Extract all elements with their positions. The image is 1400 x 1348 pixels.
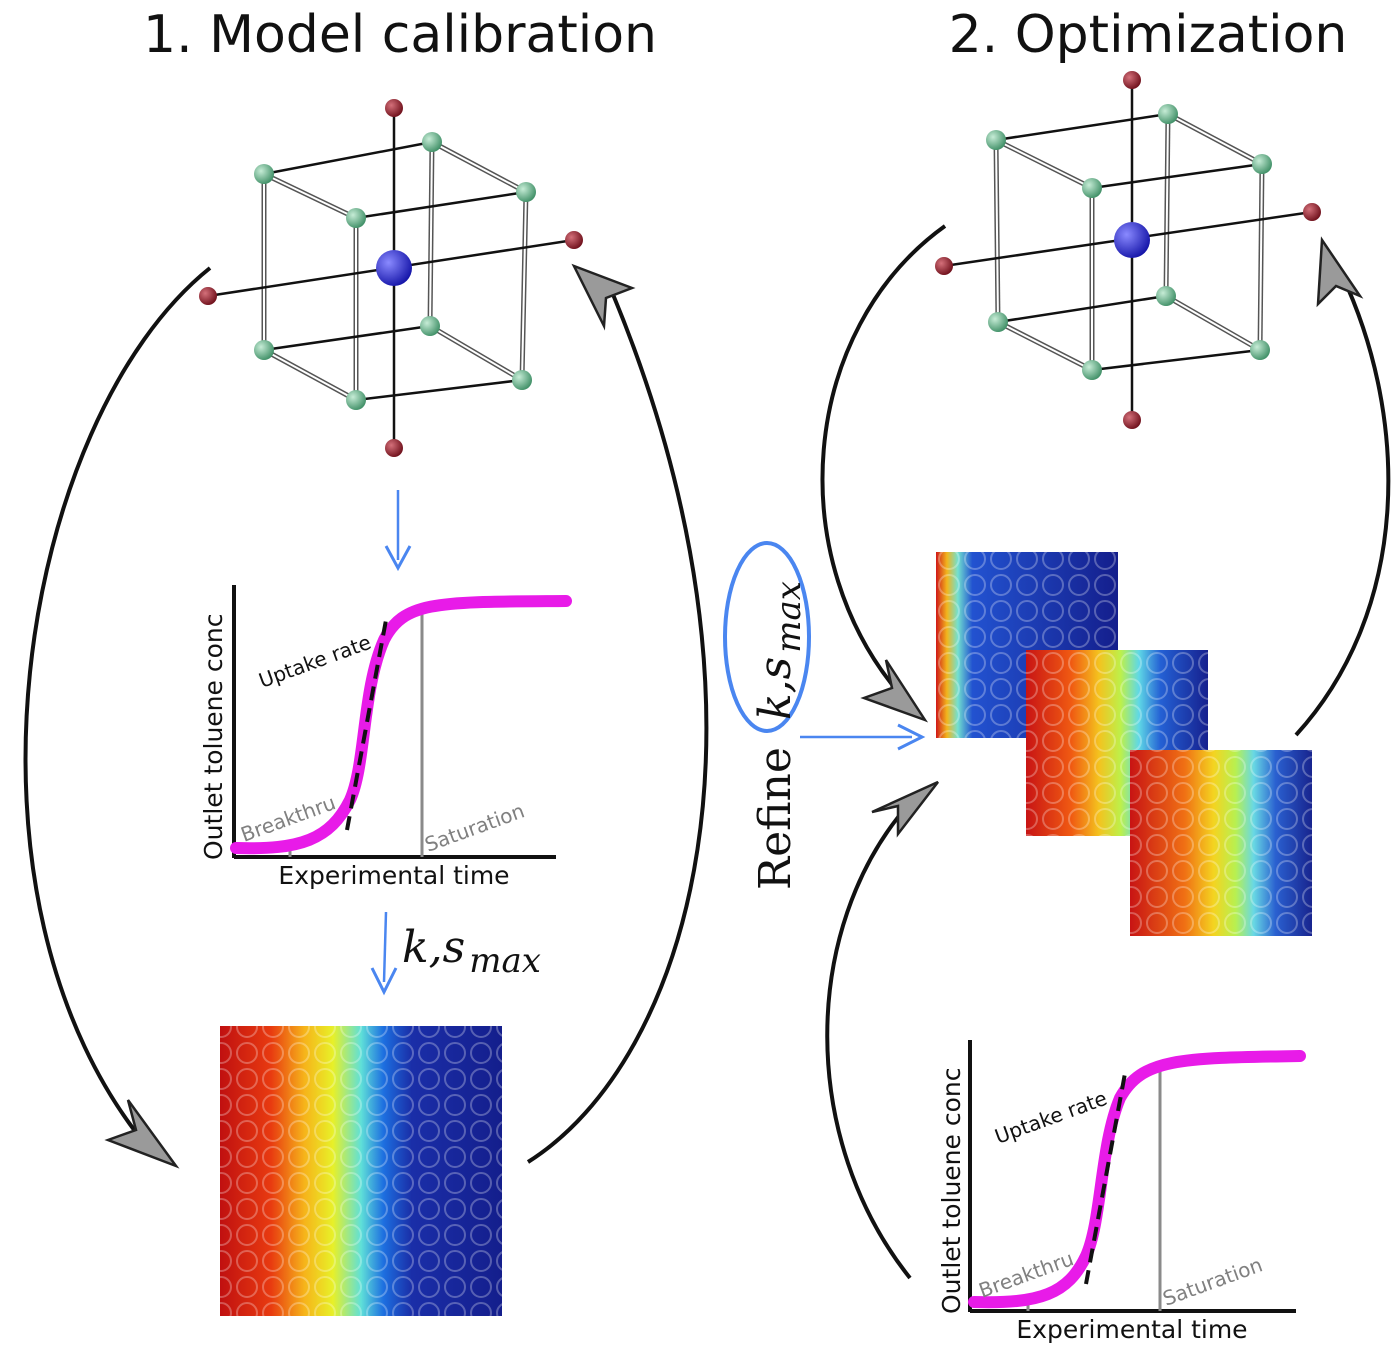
axial-point-icon [565, 231, 583, 249]
design-point-icon [346, 390, 366, 410]
concentration-heatmap-icon [220, 1026, 502, 1316]
design-point-icon [988, 312, 1008, 332]
parameter-highlight-ellipse [723, 541, 811, 733]
y-axis-label: Outlet toluene conc [937, 1068, 966, 1314]
right-return-arrow [526, 291, 709, 1164]
experimental-design-cube-icon [935, 71, 1321, 429]
experimental-design-cube-icon [199, 99, 583, 457]
breakthrough-chart-calibration: Outlet toluene conc Experimental time Up… [199, 585, 572, 890]
arrowhead-icon [571, 263, 636, 331]
design-point-icon [1156, 286, 1176, 306]
svg-text:k,smax: k,smax [402, 922, 541, 981]
cycle-arrows [23, 224, 1391, 1280]
arrowheads [104, 236, 1364, 1169]
heatmap-stack [936, 552, 1312, 936]
axial-point-icon [385, 439, 403, 457]
arrowhead-icon [104, 1099, 180, 1169]
uptake-rate-line [345, 619, 388, 831]
calibration-title: 1. Model calibration [143, 5, 657, 65]
uptake-rate-label: Uptake rate [256, 630, 375, 693]
design-point-icon [420, 316, 440, 336]
design-point-icon [1252, 154, 1272, 174]
uptake-rate-label: Uptake rate [992, 1086, 1111, 1149]
design-point-icon [254, 340, 274, 360]
axial-point-icon [1123, 411, 1141, 429]
design-point-icon [346, 208, 366, 228]
opt-top-left-arrow [820, 224, 947, 702]
design-point-icon [422, 132, 442, 152]
x-axis-label: Experimental time [278, 861, 509, 890]
opt-right-arrow [1294, 274, 1391, 737]
refine-label: Refine k,smax [723, 541, 811, 890]
saturation-label: Saturation [422, 798, 528, 856]
axial-point-icon [935, 257, 953, 275]
design-point-icon [1082, 178, 1102, 198]
design-point-icon [512, 370, 532, 390]
left-cycle-arrow [23, 266, 212, 1152]
arrowhead-icon [1316, 236, 1364, 308]
breakthrough-curve [230, 595, 572, 855]
center-point-icon [1114, 222, 1150, 258]
arrowhead-icon [860, 659, 929, 723]
design-point-icon [254, 164, 274, 184]
axial-point-icon [385, 99, 403, 117]
breakthrough-curve [968, 1050, 1306, 1309]
concentration-heatmap-icon [1130, 750, 1312, 936]
optimization-title: 2. Optimization [949, 5, 1348, 65]
opt-bottom-left-arrow [825, 803, 912, 1280]
breakthrough-chart-optimization: Outlet toluene conc Experimental time Up… [937, 1040, 1306, 1344]
svg-text:k,smax: k,smax [750, 581, 809, 720]
center-point-icon [376, 250, 412, 286]
design-point-icon [516, 182, 536, 202]
x-axis-label: Experimental time [1016, 1315, 1247, 1344]
design-point-icon [1158, 104, 1178, 124]
axial-point-icon [1123, 71, 1141, 89]
design-point-icon [1250, 340, 1270, 360]
saturation-label: Saturation [1160, 1252, 1266, 1310]
svg-text:Refine: Refine [750, 747, 801, 890]
axial-point-icon [1303, 203, 1321, 221]
arrowhead-icon [871, 780, 939, 838]
design-point-icon [986, 130, 1006, 150]
axial-point-icon [199, 287, 217, 305]
blue-arrows [370, 490, 926, 996]
uptake-rate-line [1084, 1067, 1128, 1285]
design-point-icon [1082, 360, 1102, 380]
y-axis-label: Outlet toluene conc [199, 614, 228, 860]
